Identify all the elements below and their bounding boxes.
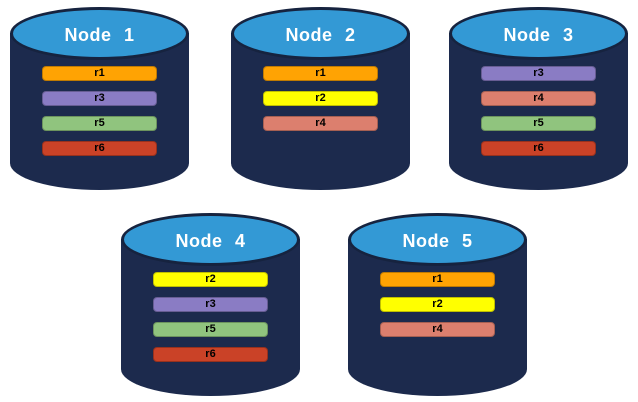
replica-bar-list: r2 r3 r5 r6 — [121, 272, 300, 362]
node-title: Node 1 — [64, 24, 135, 45]
node-4-replica-bar-r5: r5 — [153, 322, 268, 337]
replica-bar-list: r1 r2 r4 — [231, 66, 410, 131]
cylinder-top: Node 4 — [121, 213, 300, 266]
node-1-replica-bar-r3: r3 — [42, 91, 157, 106]
node-1-replica-bar-r1: r1 — [42, 66, 157, 81]
node-1-replica-bar-r5: r5 — [42, 116, 157, 131]
node-3-replica-bar-r6: r6 — [481, 141, 596, 156]
cylinder-top: Node 2 — [231, 7, 410, 60]
node-4-replica-bar-r2: r2 — [153, 272, 268, 287]
node-3-cylinder: Node 3 r3 r4 r5 r6 — [449, 7, 628, 190]
node-3-replica-bar-r3: r3 — [481, 66, 596, 81]
cylinder-top: Node 5 — [348, 213, 527, 266]
node-2-cylinder: Node 2 r1 r2 r4 — [231, 7, 410, 190]
node-title: Node 4 — [175, 230, 246, 251]
replica-bar-list: r3 r4 r5 r6 — [449, 66, 628, 156]
node-3-replica-bar-r4: r4 — [481, 91, 596, 106]
replica-bar-list: r1 r2 r4 — [348, 272, 527, 337]
node-title: Node 5 — [402, 230, 473, 251]
node-5-cylinder: Node 5 r1 r2 r4 — [348, 213, 527, 396]
node-2-replica-bar-r1: r1 — [263, 66, 378, 81]
node-title: Node 3 — [503, 24, 574, 45]
node-5-replica-bar-r2: r2 — [380, 297, 495, 312]
node-3-replica-bar-r5: r5 — [481, 116, 596, 131]
cylinder-top: Node 3 — [449, 7, 628, 60]
node-5-replica-bar-r4: r4 — [380, 322, 495, 337]
node-1-replica-bar-r6: r6 — [42, 141, 157, 156]
node-4-replica-bar-r6: r6 — [153, 347, 268, 362]
node-4-replica-bar-r3: r3 — [153, 297, 268, 312]
cylinder-top: Node 1 — [10, 7, 189, 60]
node-4-cylinder: Node 4 r2 r3 r5 r6 — [121, 213, 300, 396]
node-1-cylinder: Node 1 r1 r3 r5 r6 — [10, 7, 189, 190]
node-2-replica-bar-r4: r4 — [263, 116, 378, 131]
node-2-replica-bar-r2: r2 — [263, 91, 378, 106]
replica-bar-list: r1 r3 r5 r6 — [10, 66, 189, 156]
node-5-replica-bar-r1: r1 — [380, 272, 495, 287]
node-title: Node 2 — [285, 24, 356, 45]
